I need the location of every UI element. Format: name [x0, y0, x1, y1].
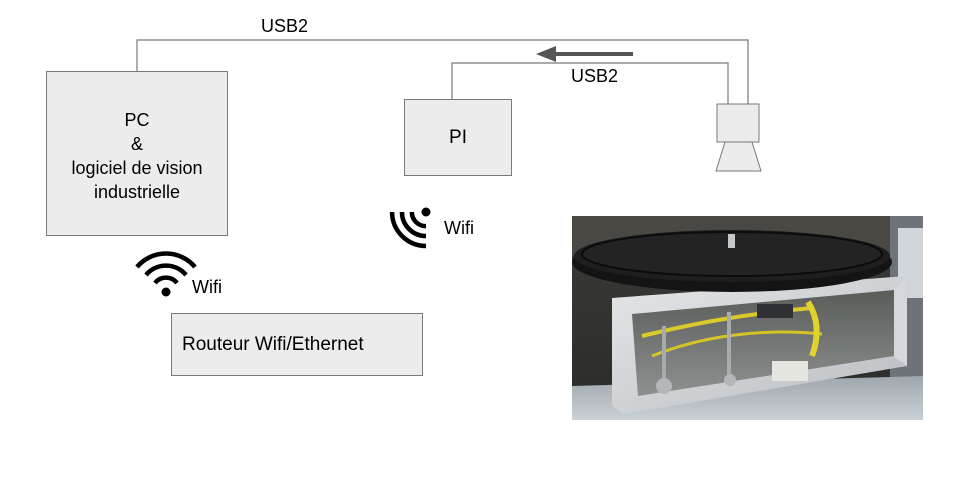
- wifi-icon: [135, 251, 197, 297]
- arrow-left-icon: [536, 46, 633, 62]
- pi-label: PI: [449, 127, 467, 148]
- pi-node: PI: [404, 99, 512, 176]
- pc-label-line: logiciel de vision: [71, 158, 203, 178]
- turntable-photo: [572, 216, 923, 420]
- usb-line-pc-camera: [136, 39, 749, 104]
- pc-label-line: &: [130, 134, 143, 154]
- router-node: Routeur Wifi/Ethernet: [171, 313, 423, 376]
- pc-node: PC & logiciel de vision industrielle: [46, 71, 228, 236]
- wifi-icon: [389, 207, 431, 249]
- pc-label-line: industrielle: [93, 182, 181, 202]
- wifi-router-label: Wifi: [192, 277, 222, 297]
- usb-top-label: USB2: [261, 16, 309, 36]
- usb-mid-label: USB2: [571, 66, 619, 86]
- pc-label-line: PC: [124, 110, 150, 130]
- usb-line-pi-camera: [451, 62, 729, 104]
- wifi-pi-label: Wifi: [444, 218, 474, 238]
- router-label: Routeur Wifi/Ethernet: [182, 334, 364, 355]
- camera-icon: [715, 103, 762, 172]
- pc-label: PC & logiciel de vision industrielle: [47, 108, 227, 204]
